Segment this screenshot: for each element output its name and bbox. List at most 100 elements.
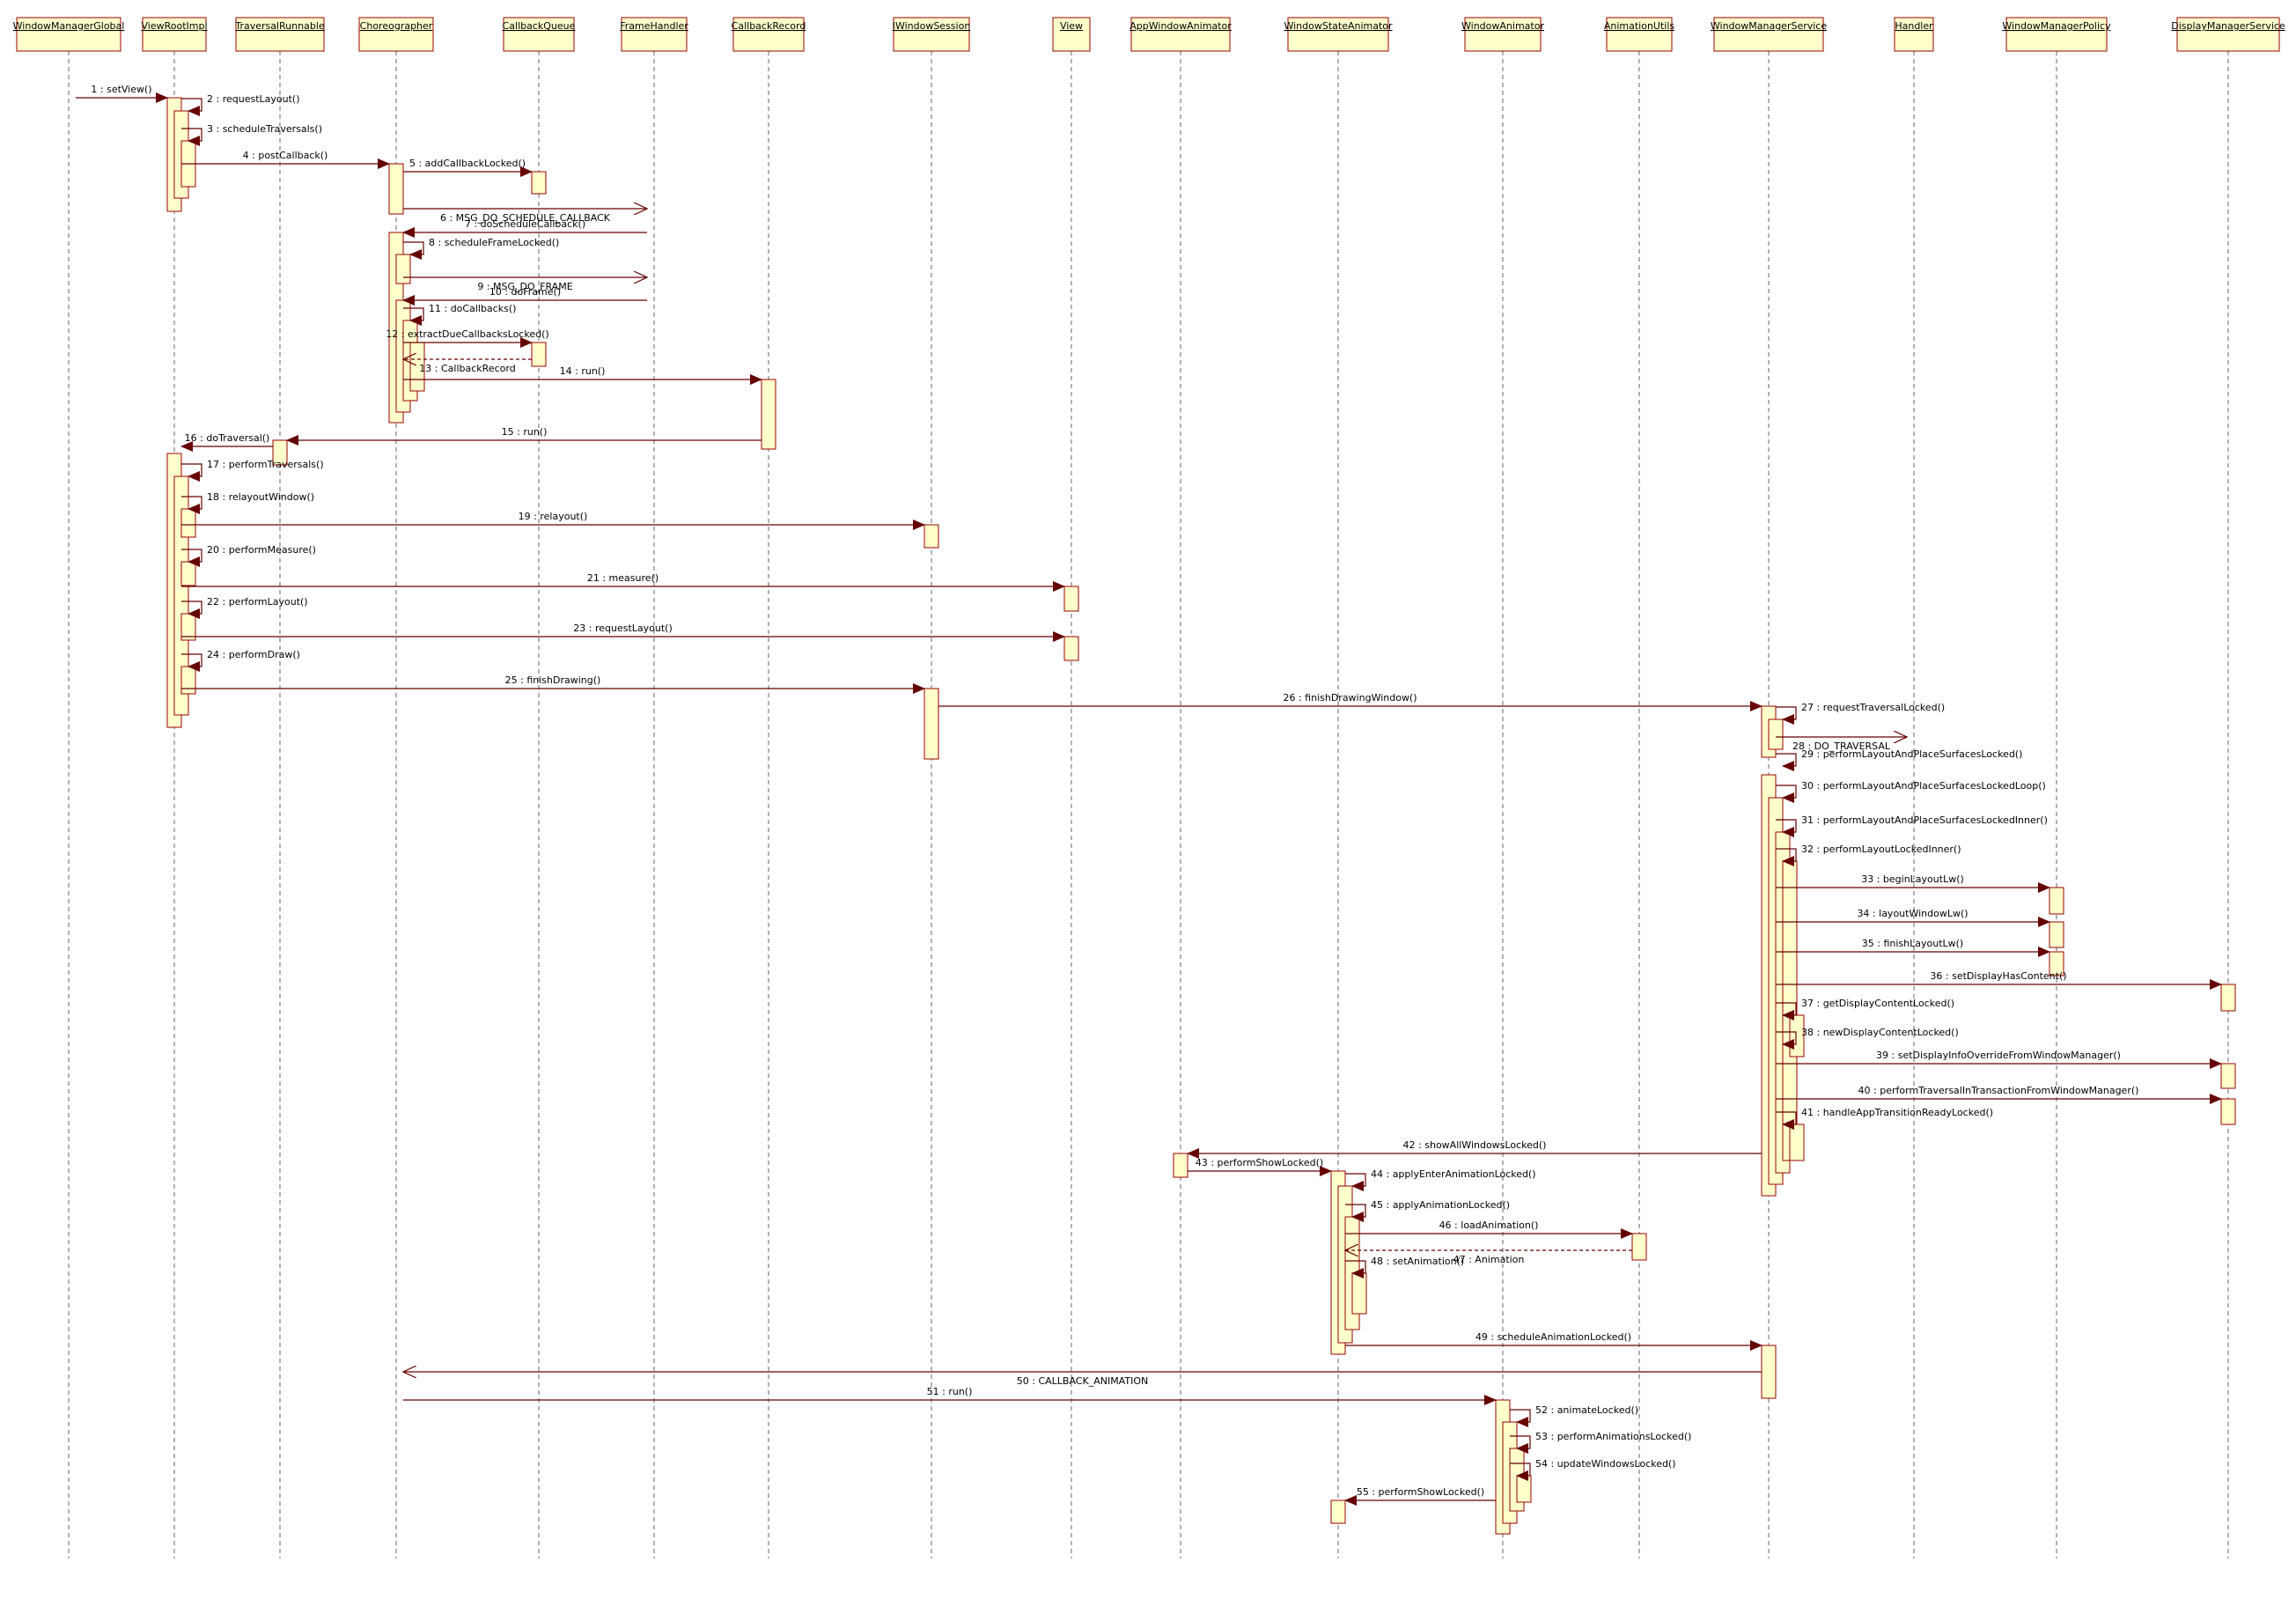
lifeline-box[interactable]: [893, 17, 970, 52]
message-30: 30 : performLayoutAndPlaceSurfacesLocked…: [1776, 780, 2046, 803]
message-label: 54 : updateWindowsLocked(): [1535, 1458, 1676, 1470]
self-message-arrow: [181, 98, 202, 116]
lifeline-box[interactable]: [1464, 17, 1542, 52]
message-label: 24 : performDraw(): [207, 649, 300, 660]
lifeline-label: WindowManagerService: [1711, 20, 1827, 32]
message-34: 34 : layoutWindowLw(): [1776, 908, 2050, 927]
lifeline-box[interactable]: [503, 17, 575, 52]
lifeline-window-state-animator: WindowStateAnimator: [1284, 17, 1393, 1558]
lifeline-box[interactable]: [1894, 17, 1934, 52]
message-label: 4 : postCallback(): [243, 150, 328, 161]
activation-bar: [180, 561, 196, 586]
lifeline-view: View: [1052, 17, 1091, 1558]
lifeline-label: AppWindowAnimator: [1130, 20, 1232, 32]
message-28: 28 : DO_TRAVERSAL: [1776, 737, 1907, 752]
message-51: 51 : run(): [403, 1386, 1497, 1405]
message-label: 15 : run(): [502, 426, 548, 438]
lifeline-box[interactable]: [358, 17, 434, 52]
message-32: 32 : performLayoutLockedInner(): [1776, 844, 1961, 866]
message-9: 9 : MSG_DO_FRAME: [403, 277, 647, 292]
message-43: 43 : performShowLocked(): [1188, 1157, 1332, 1176]
message-20: 20 : performMeasure(): [181, 544, 316, 567]
lifeline-callback-record: CallbackRecord: [732, 17, 806, 1558]
message-50: 50 : CALLBACK_ANIMATION: [403, 1372, 1762, 1387]
lifeline-box[interactable]: [2176, 17, 2280, 52]
lifeline-box[interactable]: [142, 17, 207, 52]
message-29: 29 : performLayoutAndPlaceSurfacesLocked…: [1776, 748, 2022, 771]
activation-bar: [1351, 1272, 1367, 1315]
message-label: 20 : performMeasure(): [207, 544, 316, 556]
lifeline-box[interactable]: [1052, 17, 1091, 52]
message-label: 27 : requestTraversalLocked(): [1801, 702, 1945, 713]
lifeline-label: CallbackRecord: [732, 20, 806, 32]
activation-bar: [395, 254, 411, 284]
message-11: 11 : doCallbacks(): [403, 303, 516, 326]
message-label: 6 : MSG_DO_SCHEDULE_CALLBACK: [440, 212, 611, 224]
message-40: 40 : performTraversalInTransactionFromWi…: [1776, 1085, 2222, 1104]
activation-bar: [1173, 1153, 1188, 1178]
message-4: 4 : postCallback(): [181, 150, 390, 169]
self-message-arrow: [1345, 1204, 1366, 1222]
lifeline-label: Handler: [1895, 20, 1933, 32]
message-53: 53 : performAnimationsLocked(): [1510, 1431, 1691, 1454]
message-23: 23 : requestLayout(): [181, 623, 1065, 642]
lifeline-box[interactable]: [235, 17, 325, 52]
self-message-arrow: [1510, 1463, 1531, 1481]
message-label: 5 : addCallbackLocked(): [409, 158, 526, 169]
message-17: 17 : performTraversals(): [181, 459, 324, 482]
message-2: 2 : requestLayout(): [181, 93, 300, 116]
message-label: 50 : CALLBACK_ANIMATION: [1017, 1375, 1148, 1387]
activation-bar: [1782, 860, 1798, 1161]
lifeline-box[interactable]: [1287, 17, 1389, 52]
activation-bar: [1761, 1345, 1777, 1399]
message-label: 19 : relayout(): [519, 511, 588, 522]
lifeline-box[interactable]: [621, 17, 688, 52]
lifeline-box[interactable]: [1606, 17, 1673, 52]
message-35: 35 : finishLayoutLw(): [1776, 938, 2050, 957]
message-label: 32 : performLayoutLockedInner(): [1801, 844, 1961, 855]
message-14: 14 : run(): [403, 365, 762, 385]
message-label: 22 : performLayout(): [207, 596, 308, 608]
message-label: 11 : doCallbacks(): [429, 303, 516, 314]
message-label: 40 : performTraversalInTransactionFromWi…: [1858, 1085, 2139, 1096]
self-message-arrow: [181, 601, 202, 619]
activation-bar: [1768, 718, 1784, 750]
message-label: 35 : finishLayoutLw(): [1862, 938, 1963, 949]
activation-bar: [761, 379, 776, 450]
message-label: 1 : setView(): [91, 84, 151, 95]
lifeline-app-window-animator: AppWindowAnimator: [1130, 17, 1232, 1558]
message-label: 46 : loadAnimation(): [1439, 1220, 1539, 1231]
message-16: 16 : doTraversal(): [180, 432, 273, 452]
message-3: 3 : scheduleTraversals(): [181, 123, 322, 146]
message-26: 26 : finishDrawingWindow(): [938, 692, 1762, 711]
message-10: 10 : doFrame(): [402, 286, 647, 306]
message-label: 14 : run(): [560, 365, 606, 377]
message-15: 15 : run(): [286, 426, 762, 446]
lifeline-box[interactable]: [2005, 17, 2108, 52]
self-message-arrow: [1345, 1260, 1366, 1278]
lifeline-box[interactable]: [1713, 17, 1824, 52]
lifeline-box[interactable]: [1130, 17, 1231, 52]
lifeline-box[interactable]: [732, 17, 805, 52]
message-label: 51 : run(): [927, 1386, 973, 1397]
message-7: 7 : doScheduleCallback(): [402, 218, 647, 238]
self-message-arrow: [1776, 706, 1797, 725]
message-label: 45 : applyAnimationLocked(): [1371, 1199, 1510, 1211]
lifeline-box[interactable]: [16, 17, 121, 52]
lifeline-view-root-impl: ViewRootImpl: [141, 17, 208, 1558]
activation-bar: [2220, 984, 2236, 1012]
lifeline-label: ViewRootImpl: [141, 20, 207, 32]
message-label: 49 : scheduleAnimationLocked(): [1475, 1331, 1631, 1343]
lifeline-callback-queue: CallbackQueue: [503, 17, 576, 1558]
message-42: 42 : showAllWindowsLocked(): [1187, 1139, 1762, 1159]
message-label: 16 : doTraversal(): [185, 432, 270, 444]
message-25: 25 : finishDrawing(): [181, 674, 925, 694]
lifeline-handler: Handler: [1894, 17, 1934, 1558]
message-24: 24 : performDraw(): [181, 649, 300, 672]
self-message-arrow: [1776, 785, 1797, 803]
message-33: 33 : beginLayoutLw(): [1776, 873, 2050, 893]
message-label: 8 : scheduleFrameLocked(): [429, 237, 559, 248]
message-label: 37 : getDisplayContentLocked(): [1801, 998, 1954, 1009]
lifeline-label: CallbackQueue: [503, 20, 576, 32]
message-47: 47 : Animation: [1345, 1250, 1632, 1265]
